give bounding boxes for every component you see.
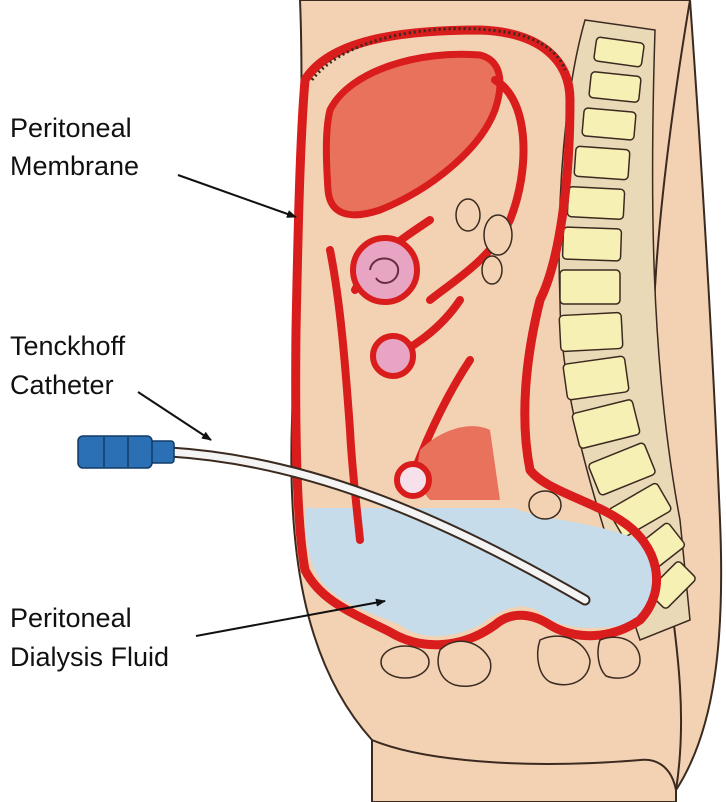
membrane-pointer-arrow <box>178 175 296 217</box>
stomach <box>353 238 417 302</box>
label-membrane-line2: Membrane <box>10 151 139 181</box>
catheter-pointer-arrow <box>138 392 211 440</box>
label-membrane-line1: Peritoneal <box>10 113 132 143</box>
label-catheter-line2: Catheter <box>10 370 114 400</box>
label-fluid-line2: Dialysis Fluid <box>10 642 169 672</box>
label-catheter-line1: Tenckhoff <box>10 331 126 361</box>
label-fluid-line1: Peritoneal <box>10 603 132 633</box>
intestine-loop <box>373 336 413 376</box>
catheter-cap <box>78 436 152 468</box>
